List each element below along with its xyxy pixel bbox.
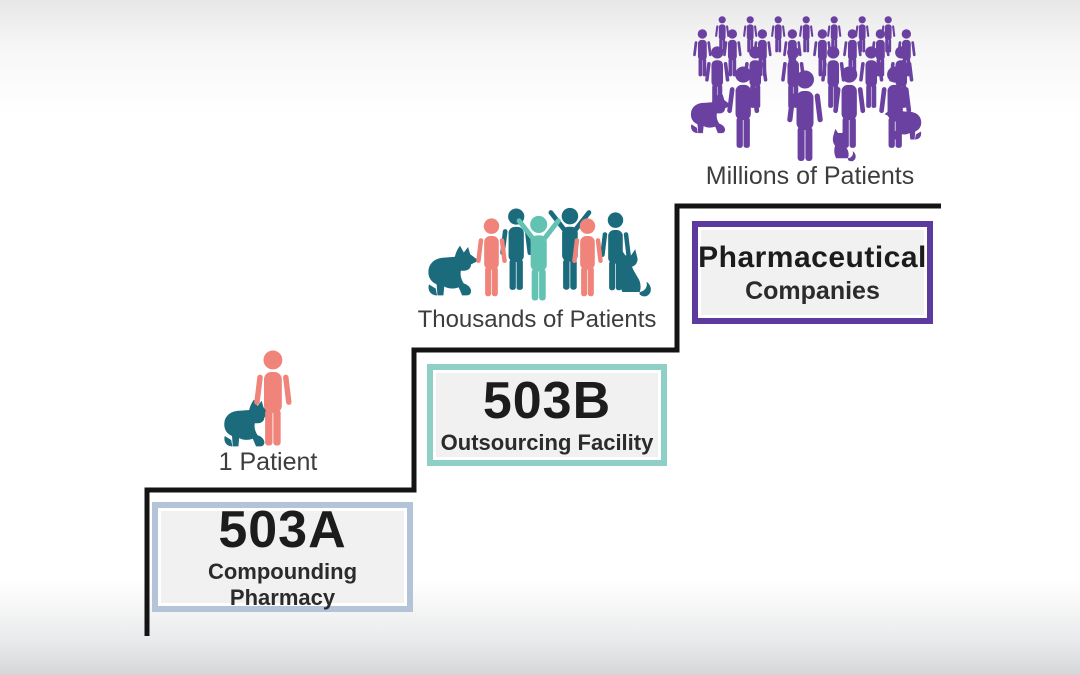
- person-icon: [475, 218, 508, 297]
- person-icon: [854, 16, 870, 53]
- box-503a-subtitle: Compounding Pharmacy: [207, 559, 358, 610]
- box-503b-title: 503B: [482, 371, 612, 430]
- box-503b: 503B Outsourcing Facility: [427, 364, 667, 466]
- tier-503b-patients-label: Thousands of Patients: [417, 306, 657, 333]
- tier-pharma-patients-label: Millions of Patients: [705, 162, 915, 190]
- thousands-patients-icon: [428, 207, 651, 301]
- box-503b-subtitle: Outsourcing Facility: [440, 429, 654, 455]
- single-patient-icon: [224, 350, 292, 447]
- dog-icon: [690, 93, 732, 134]
- dog-icon: [428, 245, 479, 296]
- person-icon: [253, 350, 292, 446]
- person-icon: [770, 16, 786, 53]
- millions-patients-icon: [690, 16, 922, 162]
- person-icon: [798, 16, 814, 53]
- tier-503a-patients-label: 1 Patient: [218, 448, 318, 476]
- box-pharma: Pharmaceutical Companies: [692, 221, 933, 324]
- cat-icon: [617, 249, 651, 297]
- box-503a-title: 503A: [218, 501, 347, 560]
- box-503a: 503A Compounding Pharmacy: [152, 502, 413, 612]
- box-pharma-subtitle: Companies: [745, 277, 880, 306]
- box-pharma-title: Pharmaceutical: [698, 240, 927, 274]
